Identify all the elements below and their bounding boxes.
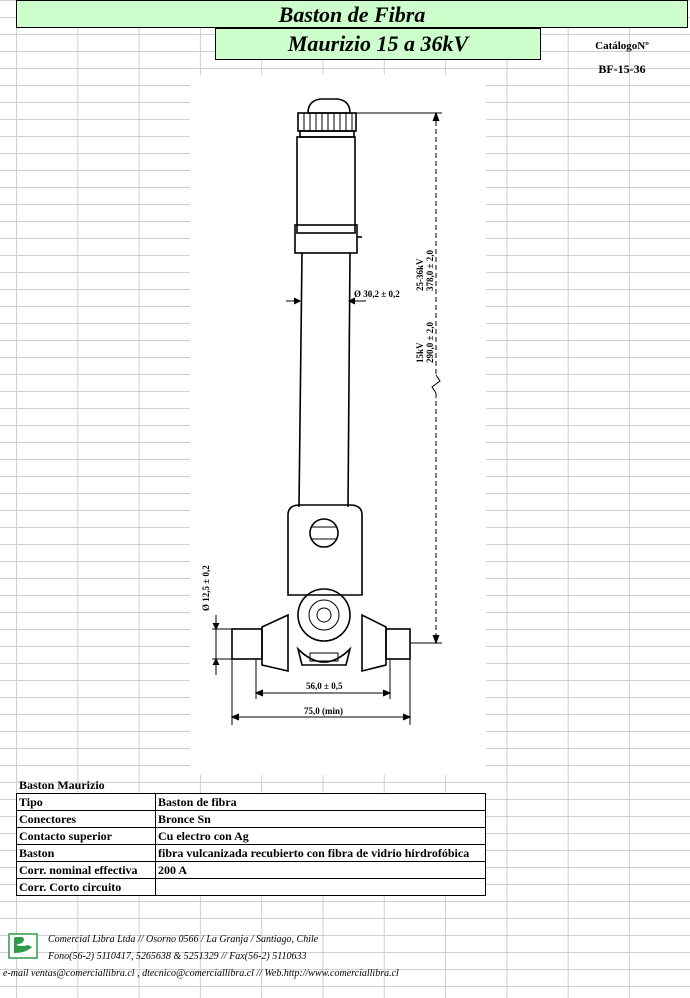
catalog-label: CatálogoNº — [595, 40, 649, 52]
cap-collar — [299, 130, 355, 138]
spec-label: Corr. Corto circuito — [16, 878, 156, 896]
bottom-clip — [296, 646, 352, 666]
footer: Comercial Libra Ltda // Osorno 0566 / La… — [0, 925, 690, 998]
footer-address: Comercial Libra Ltda // Osorno 0566 / La… — [48, 934, 319, 945]
inner-width-dimension — [254, 659, 392, 699]
hex-nut — [297, 588, 351, 642]
spec-value — [155, 878, 486, 896]
outer-width-dimension — [230, 659, 412, 725]
table-row: Baston fibra vulcanizada recubierto con … — [16, 844, 486, 862]
spec-label: Contacto superior — [16, 827, 156, 845]
upper-ring — [294, 224, 358, 254]
lower-head — [287, 504, 363, 596]
dim-height-15-label: 15kV — [415, 342, 425, 363]
spec-label: Tipo — [16, 793, 156, 811]
head-bolt — [309, 518, 339, 548]
spec-value: Baston de fibra — [155, 793, 486, 811]
footer-contact: e-mail ventas@comerciallibra.cl , dtecni… — [3, 968, 399, 979]
bottom-diameter-dimension — [212, 615, 232, 675]
right-connector — [385, 628, 411, 660]
technical-drawing: Ø 30,2 ± 0,2 25-36kV 378,0 ± 2,0 15kV 29… — [190, 75, 486, 775]
dim-diameter-top: Ø 30,2 ± 0,2 — [354, 289, 400, 299]
dim-height-25-36-label: 25-36kV — [415, 258, 425, 291]
table-row: Corr. Corto circuito — [16, 878, 486, 896]
table-row: Corr. nominal effectiva 200 A — [16, 861, 486, 879]
cap-knurl — [297, 112, 357, 132]
left-connector — [231, 628, 263, 660]
baston-drawing-svg: Ø 30,2 ± 0,2 25-36kV 378,0 ± 2,0 15kV 29… — [201, 98, 442, 725]
cap-dome — [307, 98, 351, 114]
dim-width-inner: 56,0 ± 0,5 — [306, 681, 343, 691]
right-clamp — [361, 613, 387, 673]
spec-value: fibra vulcanizada recubierto con fibra d… — [155, 844, 486, 862]
spec-label: Baston — [16, 844, 156, 862]
company-logo-icon — [8, 933, 38, 959]
knurl-lines — [303, 113, 353, 131]
dim-height-15-value: 290,0 ± 2,0 — [425, 322, 435, 363]
shaft-right — [347, 252, 351, 508]
spec-label: Corr. nominal effectiva — [16, 861, 156, 879]
spec-value: Bronce Sn — [155, 810, 486, 828]
page-subtitle: Maurizio 15 a 36kV — [215, 28, 541, 60]
dim-width-outer: 75,0 (min) — [304, 706, 343, 716]
upper-body — [296, 136, 356, 234]
specs-title: Baston Maurizio — [19, 778, 105, 792]
spec-value: Cu electro con Ag — [155, 827, 486, 845]
page-title: Baston de Fibra — [16, 0, 688, 28]
shaft-left — [298, 252, 303, 508]
spec-label: Conectores — [16, 810, 156, 828]
height-dimension — [356, 111, 442, 645]
catalog-code: BF-15-36 — [598, 62, 646, 76]
footer-phone: Fono(56-2) 5110417, 5265638 & 5251329 //… — [48, 951, 307, 962]
spec-value: 200 A — [155, 861, 486, 879]
dim-diameter-bottom: Ø 12,5 ± 0,2 — [201, 565, 211, 611]
dim-height-25-36-value: 378,0 ± 2,0 — [425, 250, 435, 291]
left-clamp — [261, 613, 289, 673]
shaft-diameter-dimension — [286, 297, 366, 305]
